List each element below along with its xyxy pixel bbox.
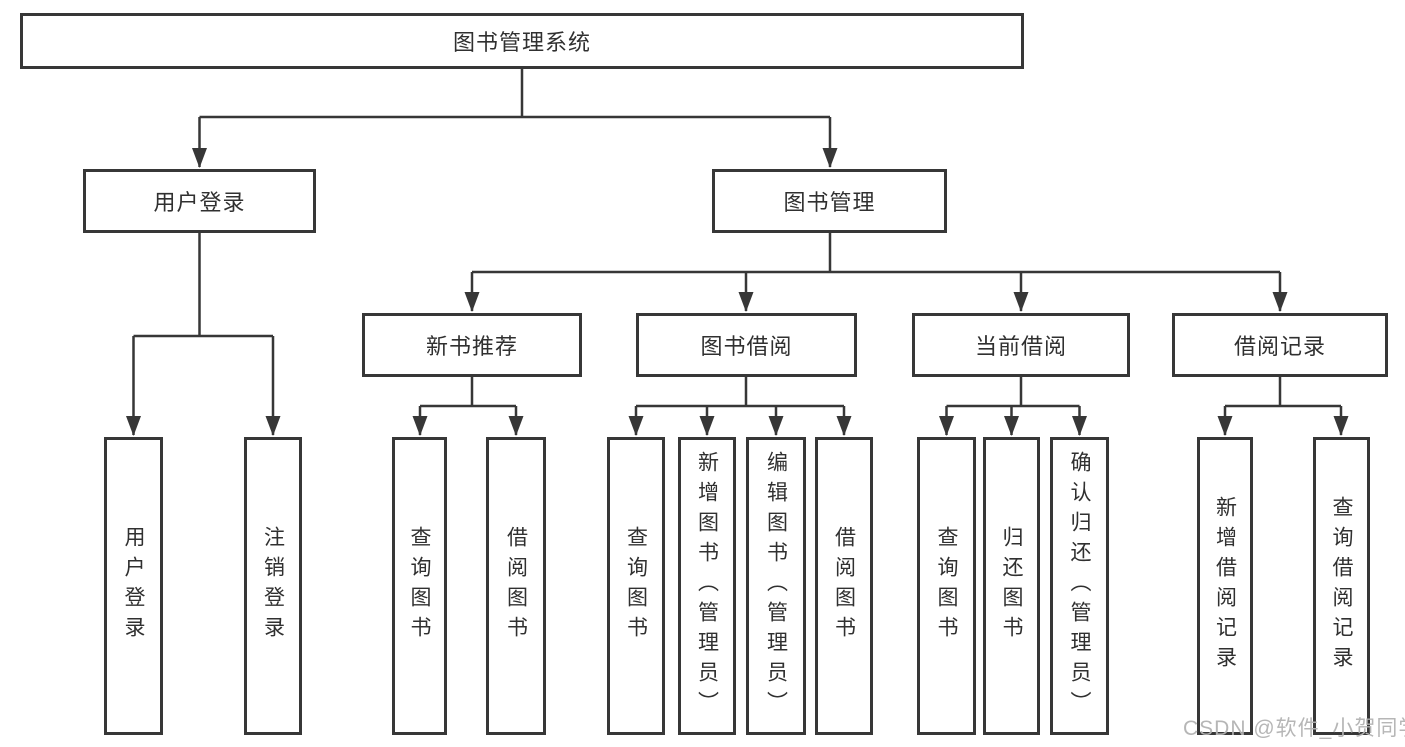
leaf-logout: 注销登录 [244, 437, 302, 735]
leaf-query-book-1: 查询图书 [392, 437, 447, 735]
leaf-borrow-book-2: 借阅图书 [815, 437, 873, 735]
node-book-borrow: 图书借阅 [636, 313, 857, 377]
leaf-query-book-2: 查询图书 [607, 437, 665, 735]
leaf-query-book-3: 查询图书 [917, 437, 976, 735]
node-borrow-records: 借阅记录 [1172, 313, 1388, 377]
leaf-add-borrow-record: 新增借阅记录 [1197, 437, 1253, 735]
node-current-borrow: 当前借阅 [912, 313, 1130, 377]
node-new-book-recommend: 新书推荐 [362, 313, 582, 377]
leaf-edit-book-admin: 编辑图书（管理员） [746, 437, 806, 735]
leaf-return-book: 归还图书 [983, 437, 1040, 735]
leaf-query-borrow-record: 查询借阅记录 [1313, 437, 1370, 735]
leaf-add-book-admin: 新增图书（管理员） [678, 437, 736, 735]
leaf-borrow-book-1: 借阅图书 [486, 437, 546, 735]
node-user-login: 用户登录 [83, 169, 316, 233]
branch-lines [133, 69, 1341, 408]
leaf-user-login: 用户登录 [104, 437, 163, 735]
watermark: CSDN @软件_小贺同学 [1183, 717, 1405, 740]
node-book-management: 图书管理 [712, 169, 947, 233]
leaf-confirm-return-admin: 确认归还（管理员） [1050, 437, 1109, 735]
node-root-system: 图书管理系统 [20, 13, 1024, 69]
